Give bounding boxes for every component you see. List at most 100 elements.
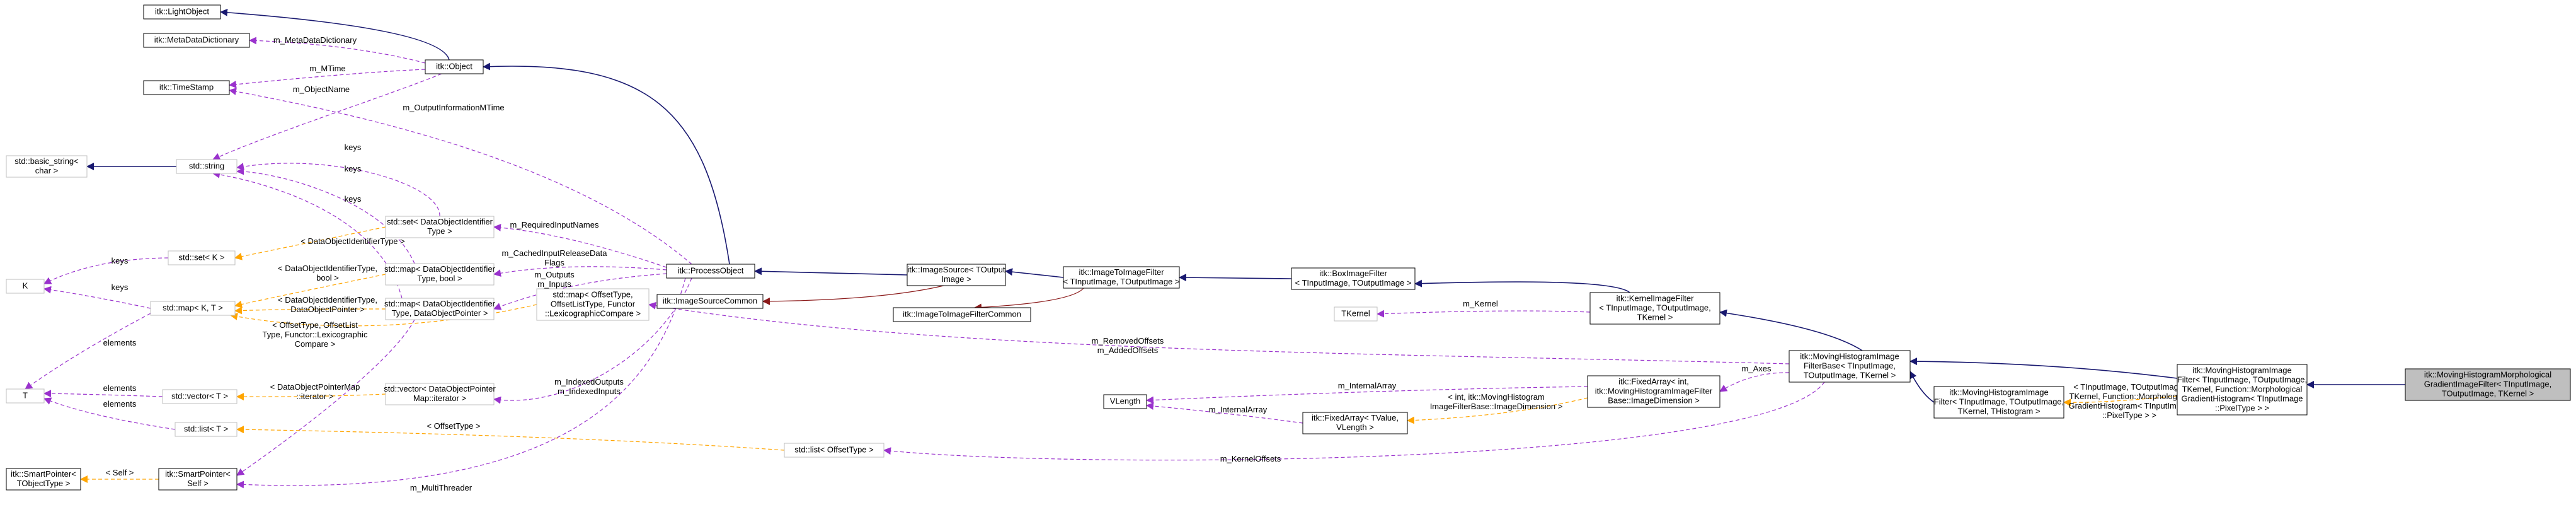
edge-label-m-MTime: m_MTime: [309, 64, 345, 73]
node-vector-t[interactable]: std::vector< T >: [162, 389, 238, 404]
edge-doitype-setdoi: [234, 226, 386, 260]
node-label: K: [23, 281, 28, 291]
node-set-k[interactable]: std::set< K >: [168, 250, 236, 265]
node-box: [168, 250, 236, 265]
edge-label-morph-template: < TInputImage, TOutputImage,TKernel, Fun…: [2068, 382, 2190, 420]
node-map-kt[interactable]: std::map< K, T >: [150, 301, 236, 316]
node-label: itk::ImageToImageFilterCommon: [903, 310, 1021, 319]
node-kernel-image-filter[interactable]: itk::KernelImageFilter< TInputImage, TOu…: [1589, 292, 1720, 325]
node-fixed-array-int[interactable]: itk::FixedArray< int,itk::MovingHistogra…: [1587, 375, 1720, 408]
edge-label-m-InternalArray-2: m_InternalArray: [1209, 405, 1268, 414]
node-label: std::set< K >: [179, 253, 225, 262]
node-box: [150, 301, 236, 316]
node-std-string[interactable]: std::string: [176, 159, 238, 174]
edge-imagesource-processobject: [754, 267, 908, 276]
edge-label-keys-1: keys: [345, 143, 362, 152]
node-vlength[interactable]: VLength: [1103, 394, 1147, 409]
node-meta-data-dictionary[interactable]: itk::MetaDataDictionary: [143, 33, 250, 48]
node-image-to-image-filter[interactable]: itk::ImageToImageFilter< TInputImage, TO…: [1063, 266, 1180, 289]
node-smart-pointer-t[interactable]: itk::SmartPointer<TObjectType >: [6, 468, 81, 491]
node-box-image-filter[interactable]: itk::BoxImageFilter< TInputImage, TOutpu…: [1291, 267, 1416, 290]
node-fixed-array-tvalue[interactable]: itk::FixedArray< TValue,VLength >: [1302, 412, 1408, 434]
edge-keys-setk: [43, 257, 169, 284]
node-label: std::string: [189, 161, 224, 171]
node-box: [158, 468, 238, 491]
node-object[interactable]: itk::Object: [425, 59, 484, 74]
node-box: [6, 468, 81, 491]
node-tkernel[interactable]: TKernel: [1334, 306, 1378, 322]
edge-internal1-fai: [1146, 386, 1588, 404]
node-label: std::list< T >: [184, 424, 228, 434]
node-list-t[interactable]: std::list< T >: [175, 422, 238, 437]
edge-keys-mapdoiptr: [212, 170, 403, 299]
node-box: [907, 264, 1006, 286]
node-light-object[interactable]: itk::LightObject: [143, 4, 221, 20]
edge-axes-mhbase: [1719, 372, 1790, 392]
edge-doiptr-mapdoiptr: [234, 306, 386, 315]
node-box: [6, 155, 88, 178]
node-label: itk::ProcessObject: [678, 266, 744, 276]
node-K[interactable]: K: [6, 279, 45, 294]
edge-label-m-MultiThreader: m_MultiThreader: [410, 483, 472, 492]
node-box: [656, 294, 764, 309]
node-box: [425, 59, 484, 74]
node-label: std::vector< T >: [171, 392, 228, 401]
node-box: [1302, 412, 1408, 434]
node-list-offset[interactable]: std::list< OffsetType >: [784, 443, 884, 458]
node-label: itk::Object: [436, 62, 472, 71]
node-box: [1291, 267, 1416, 290]
node-T[interactable]: T: [6, 388, 45, 404]
node-process-object[interactable]: itk::ProcessObject: [666, 264, 755, 279]
node-image-source-common[interactable]: itk::ImageSourceCommon: [656, 294, 764, 309]
node-time-stamp[interactable]: itk::TimeStamp: [143, 80, 230, 95]
node-smart-pointer-self[interactable]: itk::SmartPointer<Self >: [158, 468, 238, 491]
edge-label-m-KernelOffsets: m_KernelOffsets: [1220, 454, 1281, 463]
edge-label-elements-2: elements: [103, 383, 137, 393]
node-label: itk::ImageToImageFilter< TInputImage, TO…: [1063, 267, 1179, 286]
node-box: [143, 80, 230, 95]
node-box: [893, 307, 1031, 322]
edge-mtime-object: [229, 69, 426, 88]
edge-internal2-fat: [1146, 402, 1303, 424]
node-label: itk::BoxImageFilter< TInputImage, TOutpu…: [1295, 269, 1411, 288]
edge-iter-vector: [236, 393, 386, 401]
node-label: VLength: [1110, 397, 1140, 406]
node-label: std::basic_string<char >: [14, 156, 79, 175]
edge-label-self: < Self >: [106, 468, 134, 477]
node-map-offset[interactable]: std::map< OffsetType,OffsetListType, Fun…: [536, 288, 650, 321]
node-label: itk::SmartPointer<Self >: [165, 469, 231, 488]
edge-processobject-object: [483, 62, 730, 265]
edge-keys-mapkt: [43, 286, 151, 309]
node-box: [385, 216, 495, 238]
node-box: [385, 263, 495, 286]
node-box: [6, 279, 45, 294]
edge-label-m-MetaDataDictionary: m_MetaDataDictionary: [273, 35, 357, 45]
node-box: [784, 443, 884, 458]
edge-mhfilter-mhbase: [1909, 371, 1935, 403]
node-image-to-image-filter-common[interactable]: itk::ImageToImageFilterCommon: [893, 307, 1031, 322]
node-label: std::map< K, T >: [163, 303, 223, 313]
edge-mdd-object: [249, 37, 426, 64]
node-label: TKernel: [1341, 309, 1370, 318]
node-basic-string[interactable]: std::basic_string<char >: [6, 155, 88, 178]
edge-cached-processobject: [493, 266, 667, 277]
edge-label-m-RequiredInputNames: m_RequiredInputNames: [510, 220, 599, 230]
